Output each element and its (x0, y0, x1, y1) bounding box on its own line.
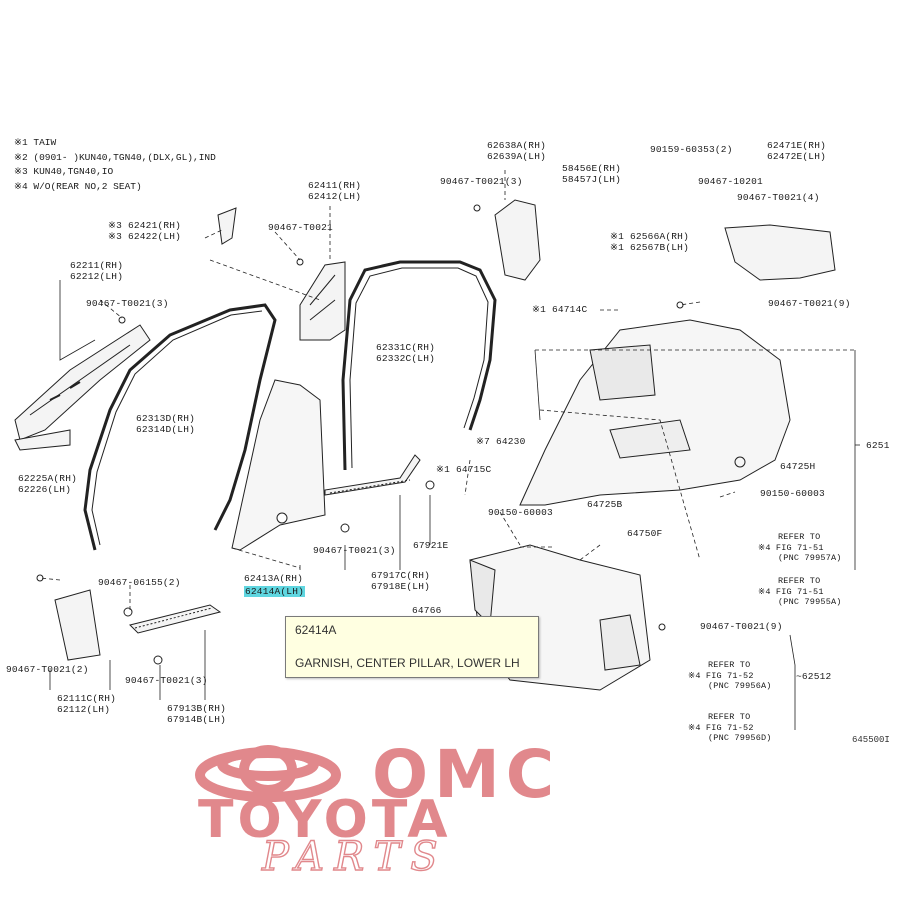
part-label-90467-t0021-4[interactable]: 90467-T0021(4) (737, 192, 820, 203)
refer-text: ※4 FIG 71-52 (688, 670, 754, 681)
part-label-90159-60353[interactable]: 90159-60353(2) (650, 144, 733, 155)
part-label-90467-t0021-3[interactable]: 90467-T0021(3) (86, 298, 169, 309)
part-number: 62313D(RH) (136, 413, 196, 424)
refer-label-79956d[interactable]: REFER TO ※4 FIG 71-52 (PNC 79956D) (688, 712, 772, 744)
part-number: 62314D(LH) (136, 424, 196, 435)
refer-text: REFER TO (778, 532, 821, 542)
logo-parts-text: PARTS (261, 834, 448, 880)
part-label-90467-t0021[interactable]: 90467-T0021 (268, 222, 333, 233)
part-number: 62112(LH) (57, 704, 111, 715)
part-label-90467-t0021-3c[interactable]: 90467-T0021(3) (313, 545, 396, 556)
part-label-64714[interactable]: ※1 64714C (532, 304, 588, 315)
part-number: 67913B(RH) (167, 703, 227, 714)
part-number: 62638A(RH) (487, 140, 547, 151)
part-number: ※1 62566A(RH) (610, 231, 689, 242)
refer-label-79955a[interactable]: REFER TO ※4 FIG 71-51 (PNC 79955A) (758, 576, 842, 608)
part-number: 67918E(LH) (371, 581, 431, 592)
note-1: ※1 TAIW (14, 137, 57, 148)
refer-label-79956a[interactable]: REFER TO ※4 FIG 71-52 (PNC 79956A) (688, 660, 772, 692)
part-label-90467-t0021-9a[interactable]: 90467-T0021(9) (768, 298, 851, 309)
part-label-90467-10201[interactable]: 90467-10201 (698, 176, 763, 187)
part-label-67913[interactable]: 67913B(RH) 67914B(LH) (167, 703, 226, 725)
part-label-64750[interactable]: 64750F (627, 528, 663, 539)
part-label-90150-60003a[interactable]: 90150-60003 (760, 488, 825, 499)
refer-text: REFER TO (708, 712, 751, 722)
part-label-58456[interactable]: 58456E(RH) 58457J(LH) (562, 163, 621, 185)
part-label-62413[interactable]: 62413A(RH) (244, 573, 304, 584)
part-number: 58457J(LH) (562, 174, 622, 185)
part-label-62313[interactable]: 62313D(RH) 62314D(LH) (136, 413, 195, 435)
part-label-62225[interactable]: 62225A(RH) 62226(LH) (18, 473, 77, 495)
refer-text: (PNC 79956A) (708, 681, 772, 691)
part-number: ※3 62421(RH) (108, 220, 182, 231)
figure-code: 645500I (852, 735, 890, 745)
part-number: 62211(RH) (70, 260, 124, 271)
part-label-64766[interactable]: 64766 (412, 605, 442, 616)
part-label-90467-t0021-3d[interactable]: 90467-T0021(3) (125, 675, 208, 686)
part-label-64725b[interactable]: 64725B (587, 499, 623, 510)
highlighted-part-number: 62414A(LH) (244, 586, 306, 597)
refer-text: ※4 FIG 71-51 (758, 586, 824, 597)
part-label-90150-60003b[interactable]: 90150-60003 (488, 507, 553, 518)
part-number: 58456E(RH) (562, 163, 622, 174)
refer-text: (PNC 79956D) (708, 733, 772, 743)
part-label-62512[interactable]: ~62512 (796, 671, 832, 682)
part-label-90467-t0021-3b[interactable]: 90467-T0021(3) (440, 176, 523, 187)
part-number: 67917C(RH) (371, 570, 431, 581)
part-tooltip: 62414A GARNISH, CENTER PILLAR, LOWER LH (285, 616, 539, 678)
tooltip-part-number: 62414A (295, 623, 337, 637)
part-label-62411[interactable]: 62411(RH) 62412(LH) (308, 180, 361, 202)
note-4: ※4 W/O(REAR NO,2 SEAT) (14, 180, 142, 192)
part-label-62331[interactable]: 62331C(RH) 62332C(LH) (376, 342, 435, 364)
part-number: ※3 62422(LH) (108, 231, 182, 242)
part-label-64725h[interactable]: 64725H (780, 461, 816, 472)
part-label-90467-t0021-9b[interactable]: 90467-T0021(9) (700, 621, 783, 632)
part-number: 67914B(LH) (167, 714, 227, 725)
part-label-90467-06155[interactable]: 90467-06155(2) (98, 577, 181, 588)
part-label-62566[interactable]: ※1 62566A(RH) ※1 62567B(LH) (610, 231, 689, 253)
notes-legend: ※1 TAIW ※2 (0901- )KUN40,TGN40,(DLX,GL),… (14, 136, 216, 194)
part-number: ※1 62567B(LH) (610, 242, 689, 253)
part-number: 62331C(RH) (376, 342, 436, 353)
logo-omc-text: OMC (372, 736, 561, 813)
part-label-64715[interactable]: ※1 64715C (436, 464, 492, 475)
part-number: 62411(RH) (308, 180, 362, 191)
logo-toyota-text: TOYOTA (198, 790, 452, 850)
tooltip-description: GARNISH, CENTER PILLAR, LOWER LH (295, 656, 520, 670)
part-number: 62332C(LH) (376, 353, 436, 364)
part-number: 62212(LH) (70, 271, 124, 282)
part-label-62471[interactable]: 62471E(RH) 62472E(LH) (767, 140, 826, 162)
part-label-62111[interactable]: 62111C(RH) 62112(LH) (57, 693, 116, 715)
refer-text: ※4 FIG 71-52 (688, 722, 754, 733)
part-label-62414[interactable]: 62414A(LH) (244, 586, 306, 597)
part-number: 62226(LH) (18, 484, 72, 495)
part-number: 62639A(LH) (487, 151, 547, 162)
part-label-6251[interactable]: 6251 (866, 440, 890, 451)
note-2: ※2 (0901- )KUN40,TGN40,(DLX,GL),IND (14, 151, 216, 163)
part-number: 62412(LH) (308, 191, 362, 202)
part-label-62638[interactable]: 62638A(RH) 62639A(LH) (487, 140, 546, 162)
refer-text: REFER TO (708, 660, 751, 670)
refer-text: ※4 FIG 71-51 (758, 542, 824, 553)
refer-label-79957a[interactable]: REFER TO ※4 FIG 71-51 (PNC 79957A) (758, 532, 842, 564)
refer-text: REFER TO (778, 576, 821, 586)
note-3: ※3 KUN40,TGN40,IO (14, 166, 114, 177)
refer-text: (PNC 79957A) (778, 553, 842, 563)
part-number: 62472E(LH) (767, 151, 827, 162)
refer-text: (PNC 79955A) (778, 597, 842, 607)
part-label-67921[interactable]: 67921E (413, 540, 449, 551)
part-number: 62225A(RH) (18, 473, 78, 484)
part-label-67917[interactable]: 67917C(RH) 67918E(LH) (371, 570, 430, 592)
part-label-62211[interactable]: 62211(RH) 62212(LH) (70, 260, 123, 282)
part-number: 62471E(RH) (767, 140, 827, 151)
part-label-62421[interactable]: ※3 62421(RH) ※3 62422(LH) (108, 220, 181, 242)
part-label-90467-t0021-2[interactable]: 90467-T0021(2) (6, 664, 89, 675)
part-label-64230[interactable]: ※7 64230 (476, 436, 526, 447)
part-number: 62111C(RH) (57, 693, 117, 704)
